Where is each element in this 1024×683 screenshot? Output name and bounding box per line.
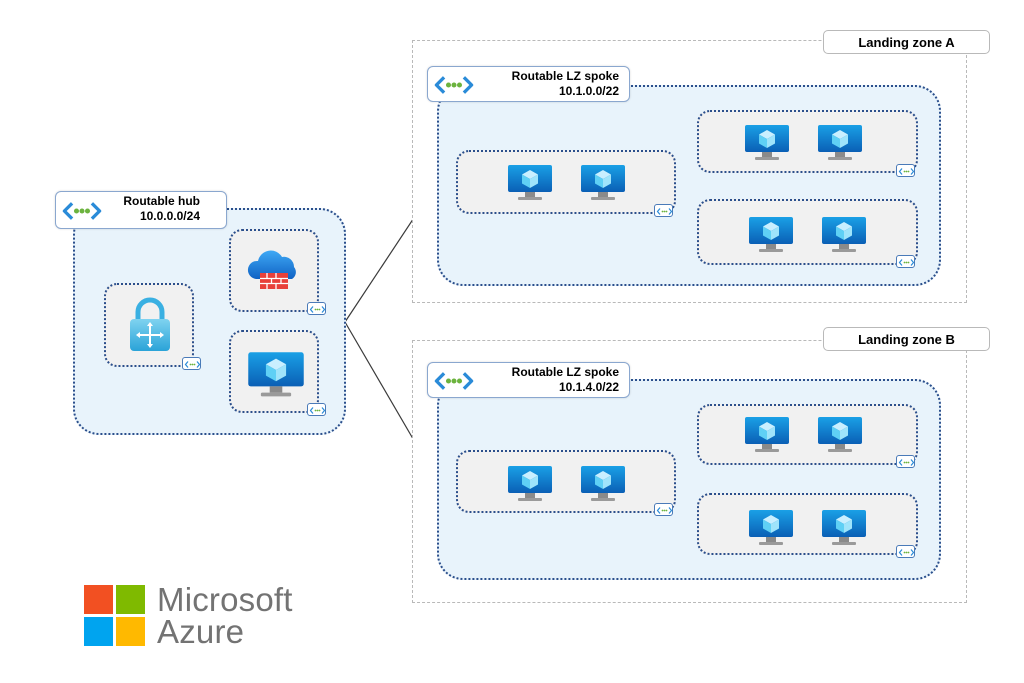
vpn-gateway-icon bbox=[130, 297, 170, 351]
logo-square-yellow bbox=[116, 617, 145, 646]
logo-text-azure: Azure bbox=[157, 613, 245, 650]
spoke-a-vnet-label: Routable LZ spoke 10.1.0.0/22 bbox=[427, 66, 630, 102]
microsoft-azure-logo: Microsoft Azure bbox=[84, 581, 314, 650]
virtual-machine-icon bbox=[817, 124, 863, 162]
spoke-b-subnet-1 bbox=[456, 450, 676, 513]
spoke-b-vnet-label: Routable LZ spoke 10.1.4.0/22 bbox=[427, 362, 630, 398]
nsg-icon bbox=[307, 302, 326, 315]
hub-vnet-label: Routable hub 10.0.0.0/24 bbox=[55, 191, 227, 229]
spoke-b-subnet-2 bbox=[697, 404, 918, 465]
firewall-icon bbox=[247, 250, 296, 289]
hub-gateway-subnet bbox=[104, 283, 194, 367]
virtual-machine-icon bbox=[247, 351, 305, 399]
landing-zone-a-label: Landing zone A bbox=[823, 30, 990, 54]
spoke-a-name: Routable LZ spoke bbox=[511, 69, 619, 83]
nsg-icon bbox=[896, 545, 915, 558]
virtual-machine-icon bbox=[744, 416, 790, 454]
spoke-a-cidr: 10.1.0.0/22 bbox=[558, 84, 619, 98]
virtual-machine-icon bbox=[748, 216, 794, 254]
virtual-machine-icon bbox=[580, 164, 626, 202]
hub-cidr: 10.0.0.0/24 bbox=[139, 209, 200, 223]
nsg-icon bbox=[182, 357, 201, 370]
nsg-icon bbox=[896, 255, 915, 268]
landing-zone-b-label: Landing zone B bbox=[823, 327, 990, 351]
logo-square-red bbox=[84, 585, 113, 614]
nsg-icon bbox=[307, 403, 326, 416]
virtual-machine-icon bbox=[507, 164, 553, 202]
nsg-icon bbox=[654, 503, 673, 516]
virtual-machine-icon bbox=[748, 509, 794, 547]
logo-square-green bbox=[116, 585, 145, 614]
virtual-machine-icon bbox=[744, 124, 790, 162]
virtual-network-icon bbox=[62, 200, 102, 222]
hub-firewall-subnet bbox=[229, 229, 319, 312]
nsg-icon bbox=[896, 164, 915, 177]
spoke-a-subnet-2 bbox=[697, 110, 918, 173]
virtual-machine-icon bbox=[821, 216, 867, 254]
spoke-b-name: Routable LZ spoke bbox=[511, 365, 619, 379]
virtual-network-icon bbox=[434, 74, 474, 96]
virtual-machine-icon bbox=[507, 465, 553, 503]
nsg-icon bbox=[896, 455, 915, 468]
virtual-machine-icon bbox=[580, 465, 626, 503]
spoke-b-subnet-3 bbox=[697, 493, 918, 555]
spoke-a-subnet-1 bbox=[456, 150, 676, 214]
spoke-a-subnet-3 bbox=[697, 199, 918, 265]
nsg-icon bbox=[654, 204, 673, 217]
spoke-b-cidr: 10.1.4.0/22 bbox=[558, 380, 619, 394]
logo-text-microsoft: Microsoft bbox=[157, 581, 293, 618]
hub-vm-subnet bbox=[229, 330, 319, 413]
hub-name: Routable hub bbox=[123, 194, 200, 208]
virtual-machine-icon bbox=[817, 416, 863, 454]
virtual-network-icon bbox=[434, 370, 474, 392]
logo-square-blue bbox=[84, 617, 113, 646]
virtual-machine-icon bbox=[821, 509, 867, 547]
